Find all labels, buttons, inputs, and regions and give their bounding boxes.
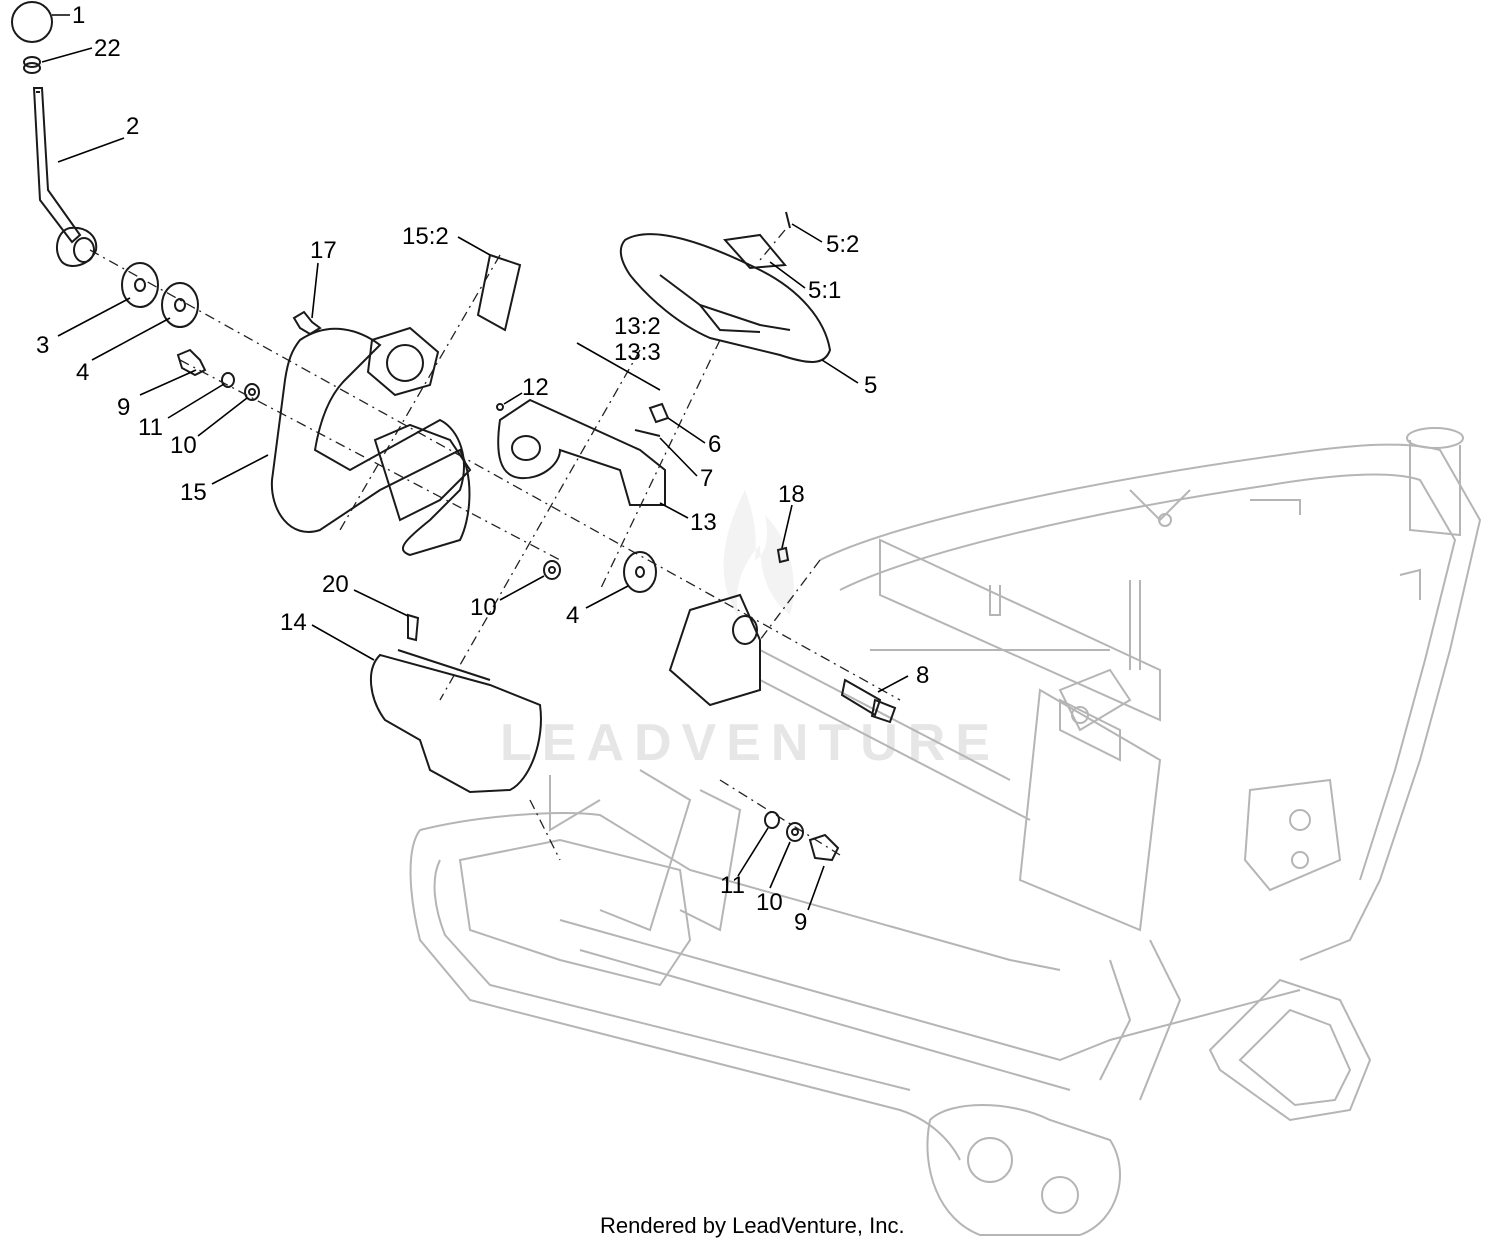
callout-6: 6 (708, 431, 721, 458)
callout-2: 2 (126, 113, 139, 140)
steering-wheel-part (619, 233, 832, 363)
knob-part (11, 1, 53, 43)
washer-4-middle-part (623, 551, 657, 593)
console-15-part (270, 326, 472, 557)
callout-13-2: 13:2 (614, 313, 661, 340)
callout-3: 3 (36, 332, 49, 359)
screw-12-part (496, 403, 504, 411)
callout-5-2: 5:2 (826, 231, 859, 258)
washer-10-middle-part (543, 560, 561, 580)
bolt-9-upper-part (176, 348, 207, 377)
washer-4-part (161, 282, 199, 328)
callout-17: 17 (310, 237, 337, 264)
callout-9-upper: 9 (117, 394, 130, 421)
clip-20-part (407, 613, 420, 642)
callout-7: 7 (700, 465, 713, 492)
bolt-17-part (292, 310, 322, 336)
cover-14-part (369, 649, 542, 794)
chassis-frame (409, 427, 1482, 1236)
callout-20: 20 (322, 571, 349, 598)
callout-18: 18 (778, 481, 805, 508)
callout-22: 22 (94, 35, 121, 62)
callout-13: 13 (690, 509, 717, 536)
sensor-18-part (776, 546, 790, 564)
callout-14: 14 (280, 609, 307, 636)
nut-part (23, 56, 41, 74)
watermark-logo (723, 490, 794, 620)
footer-credit: Rendered by LeadVenture, Inc. (600, 1213, 905, 1238)
callout-9-lower: 9 (794, 909, 807, 936)
cap-5-1-part (723, 233, 787, 270)
washer-3-part (121, 262, 159, 308)
callout-15: 15 (180, 479, 207, 506)
watermark-text: LEADVENTURE (500, 714, 1000, 772)
callout-10-middle: 10 (470, 594, 497, 621)
decal-15-2-part (476, 253, 522, 332)
callout-15-2: 15:2 (402, 223, 449, 250)
callout-10-lower: 10 (756, 889, 783, 916)
callout-labels: 1 22 2 17 15:2 3 4 9 11 10 15 13:2 13:3 … (36, 2, 929, 936)
pin-5-2-part (785, 211, 791, 229)
callout-5-1: 5:1 (808, 277, 841, 304)
callout-4-middle: 4 (566, 602, 579, 629)
washer-11-lower-part (764, 811, 780, 829)
callout-4-upper: 4 (76, 359, 89, 386)
callout-13-3: 13:3 (614, 339, 661, 366)
washer-10-lower-part (786, 822, 804, 842)
callout-8: 8 (916, 662, 929, 689)
callout-11-upper: 11 (138, 414, 163, 441)
bolt-9-lower-part (808, 833, 840, 862)
pivot-bracket-part (668, 593, 761, 707)
washer-11-upper-part (221, 372, 235, 388)
lever-part (32, 87, 98, 267)
callout-5: 5 (864, 372, 877, 399)
callout-10-upper: 10 (170, 432, 197, 459)
bushing-6-part (648, 402, 670, 424)
callout-12: 12 (522, 374, 549, 401)
leader-lines (41, 14, 909, 911)
bracket-13-part (497, 398, 666, 506)
callout-1: 1 (72, 2, 85, 29)
callout-11-lower: 11 (720, 872, 745, 899)
washer-10-upper-part (244, 383, 260, 401)
pin-8-part (840, 678, 897, 724)
clip-7-part (634, 429, 661, 437)
